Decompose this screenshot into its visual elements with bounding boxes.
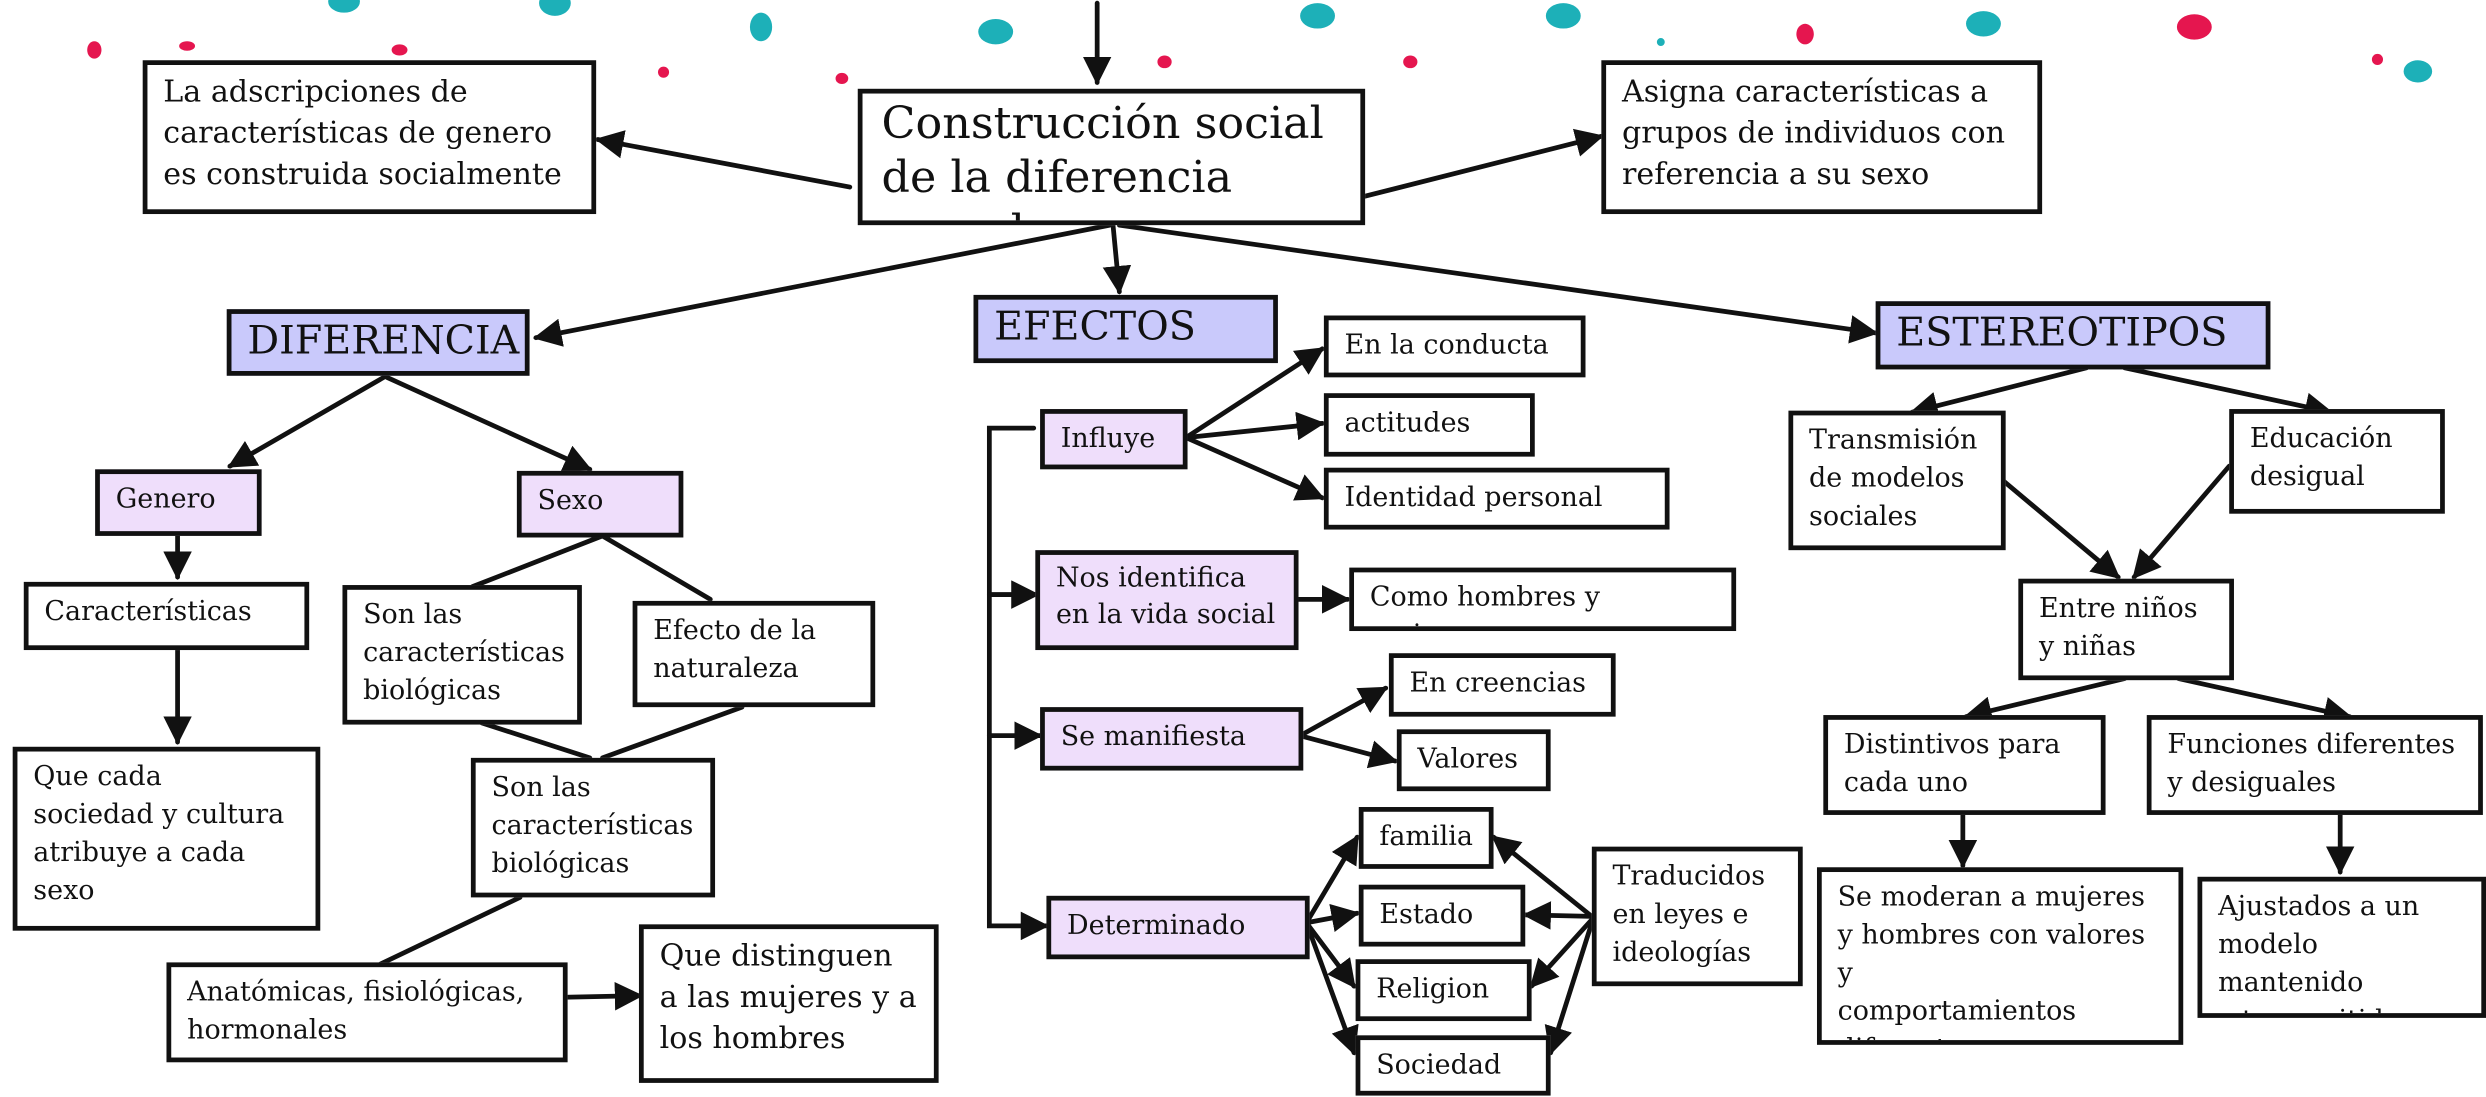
son-las-node: Son las características biológicas	[342, 585, 582, 725]
confetti-dot	[1300, 3, 1335, 29]
confetti-dot	[328, 0, 360, 13]
root-node: Construcción social de la diferencia sex…	[857, 88, 1366, 226]
transmision-node: Transmisión de modelos sociales	[1788, 410, 2006, 551]
traducidos-node: Traducidos en leyes e ideologías	[1591, 846, 1803, 987]
line-son-las-to-center	[479, 720, 593, 761]
determinado-node: Determinado	[1046, 895, 1310, 960]
confetti-dot	[1157, 55, 1172, 69]
confetti-dot	[749, 12, 773, 42]
valores-node: Valores	[1396, 729, 1551, 792]
confetti-dot	[2176, 14, 2212, 40]
arrow-estereotipos-to-educacion	[2122, 365, 2334, 421]
confetti-dot	[1403, 55, 1418, 69]
arrow-determinado-to-religion	[1304, 920, 1357, 989]
top-right-note: Asigna características a grupos de indiv…	[1601, 60, 2043, 215]
line-sexo-to-son-las	[470, 533, 605, 590]
confetti-dot	[2371, 53, 2384, 66]
confetti-dot	[1966, 11, 2001, 37]
arrow-manifiesta-to-creencias	[1297, 685, 1389, 739]
actitudes-node: actitudes	[1323, 393, 1535, 457]
sexo-node: Sexo	[516, 470, 684, 538]
educacion-desigual-node: Educación desigual	[2229, 409, 2445, 514]
arrow-determinado-to-estado	[1304, 903, 1360, 933]
confetti-dot	[2403, 60, 2433, 83]
arrow-traducidos-to-familia	[1491, 834, 1595, 919]
nos-identifica-node: Nos identifica en la vida social	[1035, 550, 1299, 651]
confetti-dot	[1796, 23, 1814, 45]
como-hombres-node: Como hombres y mujeres	[1349, 567, 1737, 632]
estado-node: Estado	[1358, 884, 1526, 947]
entre-ninos-node: Entre niños y niñas	[2018, 578, 2234, 681]
en-creencias-node: En creencias	[1388, 653, 1616, 717]
confetti-dot	[835, 72, 849, 85]
arrow-traducidos-to-estado	[1522, 901, 1595, 930]
anatomicas-node: Anatómicas, fisiológicas, hormonales	[166, 962, 568, 1063]
arrow-influye-to-actitudes	[1183, 411, 1326, 441]
arrow-anatomicas-to-que-distinguen	[562, 981, 644, 1011]
arrow-traducidos-to-religion	[1529, 917, 1595, 989]
confetti-dot	[657, 66, 670, 78]
efecto-naturaleza-node: Efecto de la naturaleza	[632, 600, 876, 708]
estereotipos-header: ESTEREOTIPOS	[1875, 301, 2271, 370]
religion-node: Religion	[1355, 959, 1532, 1022]
familia-node: familia	[1358, 807, 1494, 869]
arrow-root-to-left-note	[594, 130, 853, 190]
arrow-root-to-efectos	[1102, 222, 1132, 295]
arrow-influye-to-identidad	[1183, 435, 1325, 501]
ajustados-node: Ajustados a un modelo mantenido y transm…	[2197, 876, 2486, 1018]
confetti-dot	[391, 44, 408, 56]
en-la-conducta-node: En la conducta	[1323, 315, 1586, 378]
influye-node: Influye	[1040, 409, 1188, 470]
line-efecto-to-center	[600, 704, 745, 761]
distintivos-node: Distintivos para cada uno	[1823, 715, 2106, 815]
identidad-personal-node: Identidad personal	[1323, 467, 1670, 530]
arrow-root-to-diferencia	[533, 222, 1113, 347]
confetti-dot	[1656, 38, 1665, 46]
confetti-dot	[179, 41, 196, 51]
confetti-dot	[1545, 3, 1581, 29]
arrow-diferencia-to-genero	[227, 374, 387, 469]
arrow-estereotipos-to-transmision	[1909, 365, 2089, 420]
genero-node: Genero	[95, 469, 262, 536]
arrow-transmision-to-entre	[1998, 476, 2121, 580]
efectos-header: EFECTOS	[973, 294, 1278, 364]
arrow-root-to-estereotipos	[1116, 222, 1879, 344]
arrow-determinado-to-sociedad	[1304, 920, 1359, 1056]
arrow-root-to-right-note	[1361, 128, 1605, 199]
se-manifiesta-node: Se manifiesta	[1040, 707, 1304, 771]
caracteristicas-node: Características	[23, 581, 310, 651]
funciones-node: Funciones diferentes y desiguales	[2146, 715, 2483, 815]
arrow-manifiesta-to-valores	[1297, 733, 1398, 769]
confetti-dot	[978, 19, 1014, 45]
que-cada-node: Que cada sociedad y cultura atribuye a c…	[12, 746, 321, 931]
efectos-left-bracket	[986, 425, 1050, 941]
arrow-traducidos-to-sociedad	[1544, 920, 1595, 1056]
arrow-entre-to-funciones	[2176, 676, 2353, 726]
arrow-entre-to-distintivos	[1963, 676, 2127, 725]
arrow-educacion-to-entre	[2131, 463, 2232, 580]
se-moderan-node: Se moderan a mujeres y hombres con valor…	[1816, 867, 2184, 1045]
sociedad-node: Sociedad	[1355, 1035, 1551, 1096]
line-son-las-2-to-anatomicas	[378, 895, 523, 967]
arrow-determinado-to-familia	[1304, 834, 1360, 926]
que-distinguen-node: Que distinguen a las mujeres y a los hom…	[638, 924, 939, 1083]
diferencia-header: DIFERENCIA	[226, 309, 530, 376]
confetti-dot	[87, 41, 102, 59]
arrow-diferencia-to-sexo	[384, 374, 593, 472]
arrow-influye-to-conducta	[1183, 346, 1325, 440]
line-sexo-to-efecto	[600, 533, 713, 602]
confetti-dot	[539, 0, 571, 16]
son-las-biologicas-node: Son las características biológicas	[470, 757, 716, 898]
top-left-note: La adscripciones de características de g…	[142, 60, 597, 215]
